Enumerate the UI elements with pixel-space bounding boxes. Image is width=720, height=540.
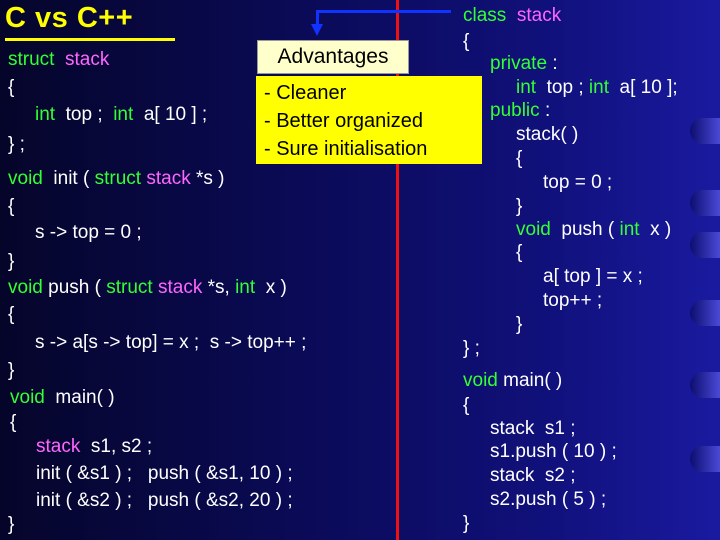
code-line: { <box>8 77 15 98</box>
advantage-item: - Sure initialisation <box>264 138 428 160</box>
decorative-glow <box>690 118 720 144</box>
code-line: void init ( struct stack *s ) <box>8 168 225 189</box>
code-line: private : <box>490 53 558 74</box>
decorative-glow <box>690 232 720 258</box>
advantages-list: - Cleaner - Better organized - Sure init… <box>256 76 482 164</box>
code-line: a[ top ] = x ; <box>543 266 643 287</box>
code-line: } <box>516 314 523 335</box>
code-line: stack s1, s2 ; <box>36 436 153 457</box>
advantages-heading: Advantages <box>257 40 409 74</box>
code-line: top++ ; <box>543 290 603 311</box>
code-line: init ( &s2 ) ; push ( &s2, 20 ) ; <box>36 490 293 511</box>
arrow-down-icon <box>311 24 323 36</box>
code-line: stack s2 ; <box>490 465 576 486</box>
code-line: { <box>463 31 470 52</box>
code-line: } ; <box>463 338 480 359</box>
code-line: { <box>10 412 17 433</box>
code-line: } <box>516 196 523 217</box>
code-line: void push ( int x ) <box>516 219 672 240</box>
arrow-line <box>316 10 319 26</box>
code-line: struct stack <box>8 49 110 70</box>
code-line: s -> top = 0 ; <box>35 222 142 243</box>
advantage-item: - Better organized <box>264 110 423 132</box>
code-line: int top ; int a[ 10 ] ; <box>35 104 208 125</box>
code-line: void main( ) <box>10 387 115 408</box>
decorative-glow <box>690 300 720 326</box>
code-line: int top ; int a[ 10 ]; <box>516 77 678 98</box>
title-underline <box>5 38 175 41</box>
decorative-glow <box>690 190 720 216</box>
code-line: s2.push ( 5 ) ; <box>490 489 607 510</box>
code-line: void main( ) <box>463 370 563 391</box>
code-line: stack( ) <box>516 124 579 145</box>
code-line: top = 0 ; <box>543 172 613 193</box>
code-line: void push ( struct stack *s, int x ) <box>8 277 287 298</box>
code-line: { <box>516 148 523 169</box>
code-line: { <box>8 304 15 325</box>
arrow-line <box>316 10 451 13</box>
code-line: init ( &s1 ) ; push ( &s1, 10 ) ; <box>36 463 293 484</box>
decorative-glow <box>690 446 720 472</box>
column-divider <box>396 0 399 540</box>
code-line: { <box>516 242 523 263</box>
slide-title: C vs C++ <box>5 2 134 34</box>
code-line: s1.push ( 10 ) ; <box>490 441 617 462</box>
code-line: } <box>8 514 15 535</box>
code-line: } <box>8 251 15 272</box>
code-line: } ; <box>8 134 25 155</box>
code-line: class stack <box>463 5 562 26</box>
advantage-item: - Cleaner <box>264 82 347 104</box>
code-line: { <box>8 196 15 217</box>
code-line: s -> a[s -> top] = x ; s -> top++ ; <box>35 332 307 353</box>
code-line: } <box>8 360 15 381</box>
code-line: public : <box>490 100 551 121</box>
decorative-glow <box>690 372 720 398</box>
code-line: { <box>463 395 470 416</box>
code-line: stack s1 ; <box>490 418 576 439</box>
code-line: } <box>463 513 470 534</box>
